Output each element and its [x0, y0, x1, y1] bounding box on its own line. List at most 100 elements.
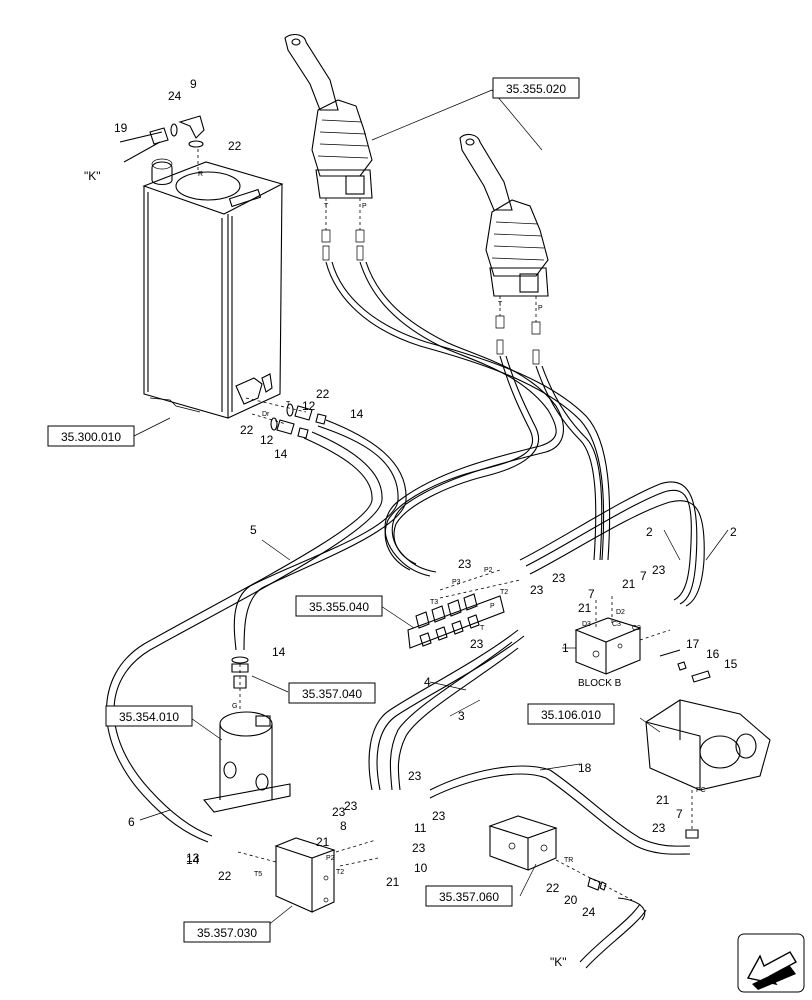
port-p-valve: P: [490, 603, 495, 610]
callout-21b: 21: [622, 577, 636, 591]
port-pc: PC: [696, 787, 706, 794]
callout-23d: 23: [552, 571, 566, 585]
callout-2a: 2: [646, 525, 653, 539]
port-d2: D2: [616, 609, 625, 616]
callout-13: 13: [186, 851, 200, 865]
ref-box-357-060[interactable]: 35.357.060: [425, 885, 513, 907]
joystick-right: [459, 133, 549, 365]
callout-22d: 22: [218, 869, 232, 883]
ref-357-060[interactable]: 35.357.060: [439, 890, 499, 904]
port-c2: C2: [632, 625, 641, 632]
port-c3: C3: [612, 621, 621, 628]
callout-12a: 12: [302, 399, 316, 413]
port-d3: D3: [582, 621, 591, 628]
tank-top-fittings: [119, 115, 205, 163]
ref-106-010[interactable]: 35.106.010: [541, 708, 601, 722]
callout-9: 9: [190, 77, 197, 91]
ref-box-355-020[interactable]: 35.355.020: [492, 77, 580, 99]
port-tr: TR: [564, 857, 573, 864]
callout-22c: 22: [240, 423, 254, 437]
callout-17: 17: [686, 637, 700, 651]
callout-7c: 7: [676, 807, 683, 821]
port-t2-manifold: T2: [336, 869, 344, 876]
ref-357-040[interactable]: 35.357.040: [302, 687, 362, 701]
callout-16: 16: [706, 647, 720, 661]
block-b: [574, 596, 711, 683]
callout-7a: 7: [588, 587, 595, 601]
callout-20: 20: [564, 893, 578, 907]
manifold-30: [237, 837, 379, 913]
navigation-arrow-icon[interactable]: [737, 933, 805, 993]
callout-22b: 22: [316, 387, 330, 401]
callout-12b: 12: [260, 433, 274, 447]
callout-23f: 23: [652, 821, 666, 835]
port-t5: T5: [254, 871, 262, 878]
callout-23j: 23: [412, 841, 426, 855]
ref-354-010[interactable]: 35.354.010: [119, 710, 179, 724]
ref-355-040[interactable]: 35.355.040: [309, 600, 369, 614]
ref-box-357-030[interactable]: 35.357.030: [183, 921, 271, 943]
callout-22a: 22: [228, 139, 242, 153]
port-p-left: P: [362, 203, 367, 210]
hoses: [106, 261, 705, 969]
callout-14c: 14: [272, 645, 286, 659]
callout-24a: 24: [168, 89, 182, 103]
swivel-joint: [202, 656, 291, 813]
port-g: G: [232, 703, 237, 710]
callout-23h: 23: [332, 805, 346, 819]
pump: [645, 699, 771, 839]
joystick-left: [284, 33, 373, 261]
callout-19: 19: [114, 121, 128, 135]
ref-box-354-010[interactable]: 35.354.010: [105, 705, 193, 727]
callout-15: 15: [724, 657, 738, 671]
callout-14a: 14: [350, 407, 364, 421]
callout-14b: 14: [274, 447, 288, 461]
callout-24b: 24: [582, 905, 596, 919]
callout-23b: 23: [530, 583, 544, 597]
callout-23k: 23: [344, 799, 358, 813]
port-p-right: P: [538, 305, 543, 312]
port-p2-manifold: P2: [326, 855, 335, 862]
callout-23g: 23: [408, 769, 422, 783]
callout-6: 6: [128, 815, 135, 829]
callout-23e: 23: [652, 563, 666, 577]
callout-7b: 7: [640, 569, 647, 583]
callout-14d: 14: [186, 853, 200, 867]
callout-21a: 21: [578, 601, 592, 615]
tank-outlet-fittings: [245, 397, 327, 439]
ref-box-357-040[interactable]: 35.357.040: [288, 682, 376, 704]
callout-3: 3: [458, 709, 465, 723]
port-t-left: T: [324, 203, 329, 210]
manifold-60: [488, 815, 633, 901]
callout-21e: 21: [386, 875, 400, 889]
callout-22e: 22: [546, 881, 560, 895]
port-dr: Dr: [262, 411, 270, 418]
port-t-right: T: [498, 301, 503, 308]
callout-11: 11: [414, 821, 427, 835]
ref-box-355-040[interactable]: 35.355.040: [295, 595, 383, 617]
callout-10: 10: [414, 861, 428, 875]
port-t-valve: T: [480, 625, 485, 632]
ref-355-020[interactable]: 35.355.020: [506, 82, 566, 96]
label-k-top: "K": [84, 169, 101, 183]
callout-1: 1: [562, 641, 569, 655]
ref-box-300-010[interactable]: 35.300.010: [47, 425, 135, 447]
ref-box-106-010[interactable]: 35.106.010: [527, 703, 615, 725]
callout-5: 5: [250, 523, 257, 537]
callout-23c: 23: [470, 637, 484, 651]
label-k-bottom: "K": [550, 955, 567, 969]
leader-lines: [133, 89, 729, 931]
port-p3: P3: [452, 579, 461, 586]
port-t3: T3: [430, 599, 438, 606]
callout-18: 18: [578, 761, 592, 775]
callout-23a: 23: [458, 557, 472, 571]
ref-300-010[interactable]: 35.300.010: [61, 430, 121, 444]
port-t-tank: T: [286, 401, 291, 408]
callout-2b: 2: [730, 525, 737, 539]
callout-23i: 23: [432, 809, 446, 823]
hydraulic-tank: [142, 146, 284, 419]
ref-357-030[interactable]: 35.357.030: [197, 926, 257, 940]
callout-21d: 21: [316, 835, 330, 849]
callout-21c: 21: [656, 793, 670, 807]
